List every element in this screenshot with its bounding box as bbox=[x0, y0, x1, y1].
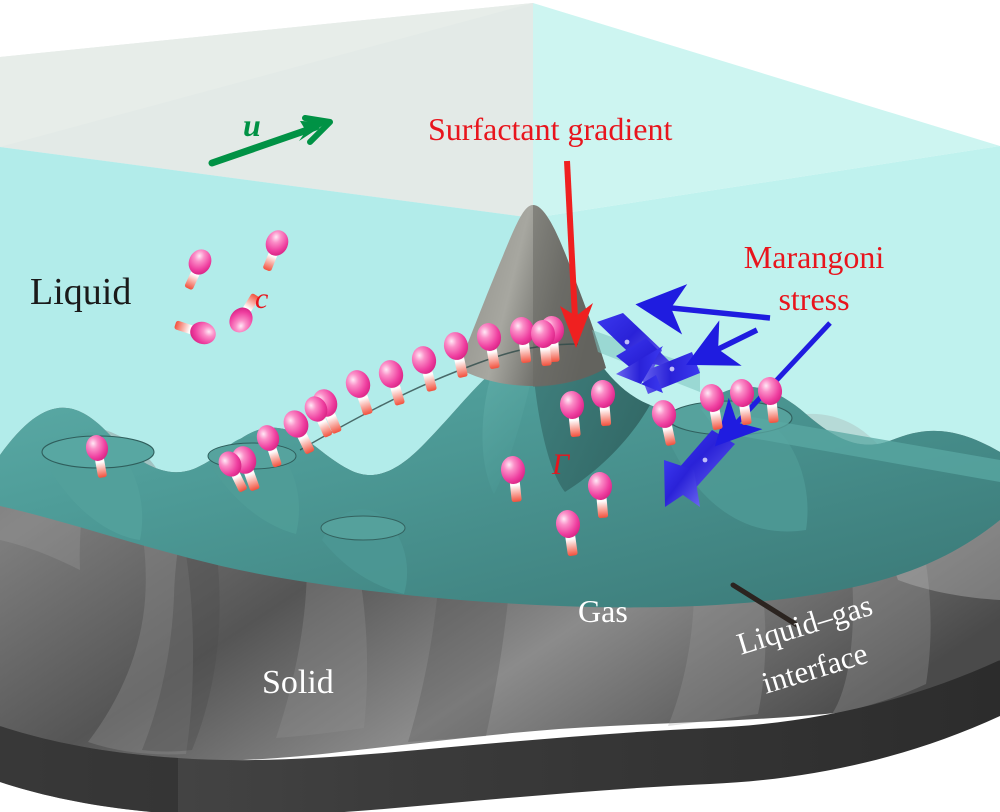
stress-arrow-right bbox=[616, 346, 700, 394]
surfactant-interface-16 bbox=[587, 472, 613, 519]
surfactant-interface-9 bbox=[283, 410, 315, 454]
interface-contour-line bbox=[299, 343, 579, 451]
surfactant-interface-22 bbox=[218, 451, 247, 492]
surfactant-gradient-arrow bbox=[560, 160, 593, 348]
surfactant-interface-15 bbox=[590, 380, 616, 427]
liquid-top-face-right-tri bbox=[533, 3, 1000, 218]
surfactant-bulk-1 bbox=[184, 249, 212, 290]
surfactant-interface-20 bbox=[757, 377, 783, 424]
surfactant-gradient-label: Surfactant gradient bbox=[428, 111, 673, 147]
surfactant-interface-3 bbox=[411, 346, 437, 392]
marangoni-leader-2 bbox=[686, 320, 759, 366]
solid-region-label: Solid bbox=[262, 664, 334, 701]
surfactant-interface-6 bbox=[509, 317, 535, 364]
surfactant-interface-13 bbox=[500, 456, 526, 503]
surfactant-interface-17 bbox=[555, 510, 581, 556]
surfactant-interface-4 bbox=[443, 332, 469, 378]
solid-base-slab bbox=[0, 660, 1000, 812]
liquid-front-left-face bbox=[0, 147, 533, 520]
liquid-top-face-left-tri bbox=[0, 3, 533, 218]
surfactant-interface-24 bbox=[530, 320, 556, 367]
surfactant-interface-12 bbox=[256, 425, 282, 468]
surfactant-interface-21 bbox=[651, 400, 677, 446]
surfactant-interface-23 bbox=[304, 396, 332, 438]
marangoni-leader-1 bbox=[635, 284, 771, 335]
surfactant-bulk-4 bbox=[229, 293, 259, 333]
velocity-arrow bbox=[208, 115, 333, 167]
surfactant-interface-14 bbox=[559, 391, 585, 438]
marangoni-stress-label-line1: Marangoni bbox=[743, 239, 885, 275]
velocity-label: u bbox=[243, 107, 261, 143]
liquid-region-label: Liquid bbox=[30, 271, 132, 313]
interface-leader-line bbox=[730, 582, 800, 628]
surfactant-interface-11 bbox=[85, 435, 109, 478]
surfactant-molecules bbox=[85, 230, 783, 556]
bulk-concentration-label: c bbox=[255, 282, 269, 315]
surfactant-interface-2 bbox=[378, 360, 405, 406]
surfactant-interface-1 bbox=[345, 370, 373, 416]
surfactant-bulk-3 bbox=[174, 320, 216, 345]
surface-concentration-label: Γ bbox=[552, 448, 570, 481]
gas-region-label: Gas bbox=[578, 593, 628, 629]
solid-base-shadow bbox=[0, 726, 178, 812]
marangoni-stress-label-line2: stress bbox=[778, 281, 850, 317]
surfactant-bulk-2 bbox=[263, 230, 289, 272]
surfactant-interface-19 bbox=[729, 379, 755, 425]
liquid-box-top bbox=[0, 3, 1000, 218]
liquid-plane-sheet-right bbox=[700, 408, 1000, 482]
surfactant-interface-18 bbox=[699, 384, 725, 430]
surfactant-interface-5 bbox=[476, 323, 502, 369]
teal-bump-mid-cap bbox=[320, 515, 406, 541]
